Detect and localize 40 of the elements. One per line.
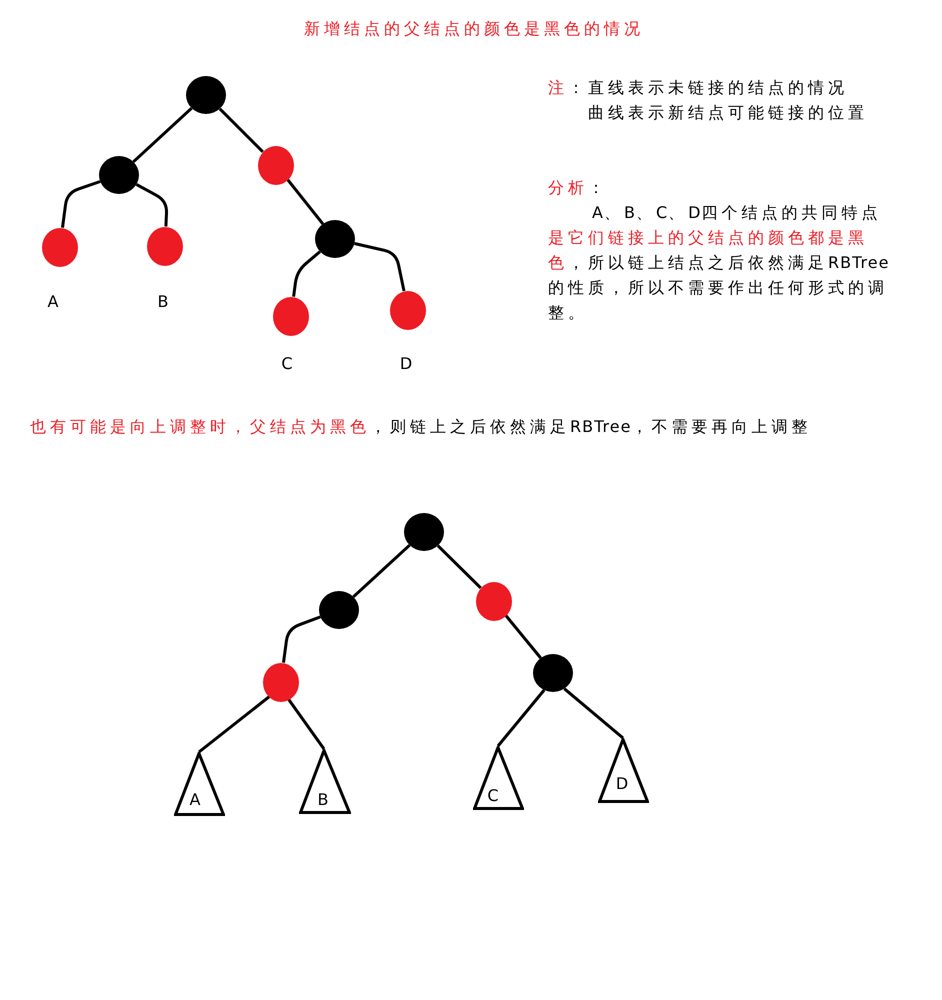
node-label: C	[281, 355, 293, 373]
node-circle	[319, 591, 359, 629]
node-circle	[533, 654, 573, 692]
connector-line	[563, 688, 624, 740]
node-circle	[186, 76, 226, 114]
subtree-triangle	[174, 752, 225, 816]
curved-connector	[282, 616, 321, 663]
note-text: 曲线表示新结点可能链接的位置	[588, 103, 868, 123]
connector-line	[218, 108, 264, 153]
curved-connector	[354, 242, 406, 292]
curved-connector	[61, 180, 101, 228]
node-circle	[258, 146, 294, 184]
connector-line	[132, 107, 193, 163]
curved-connector	[136, 183, 168, 227]
connector-line	[288, 698, 326, 750]
note-text: 注：直线表示未链接的结点的情况	[548, 78, 848, 98]
subtree-triangle	[299, 749, 351, 814]
connector-line	[496, 689, 546, 747]
subtree-label: B	[318, 791, 328, 809]
node-circle	[99, 156, 139, 194]
node-circle	[315, 220, 355, 258]
diagram-title: 新增结点的父结点的颜色是黑色的情况	[304, 19, 644, 39]
subtree-triangle	[598, 738, 649, 803]
curved-connector	[292, 250, 321, 297]
connector-line	[286, 178, 324, 225]
section-heading: 分析：	[548, 178, 608, 198]
connector-line	[504, 614, 542, 659]
node-circle	[404, 513, 444, 551]
connector-line	[436, 544, 482, 589]
node-label: D	[400, 355, 412, 373]
subtree-triangle	[473, 746, 524, 810]
node-label: B	[158, 293, 168, 311]
connector-line	[198, 696, 270, 754]
subtree-label: A	[190, 791, 200, 809]
subtree-label: D	[616, 775, 628, 793]
connector-line	[352, 544, 411, 598]
node-circle	[263, 662, 299, 702]
node-label: A	[48, 293, 58, 311]
subtree-label: C	[487, 787, 499, 805]
node-circle	[476, 582, 512, 620]
